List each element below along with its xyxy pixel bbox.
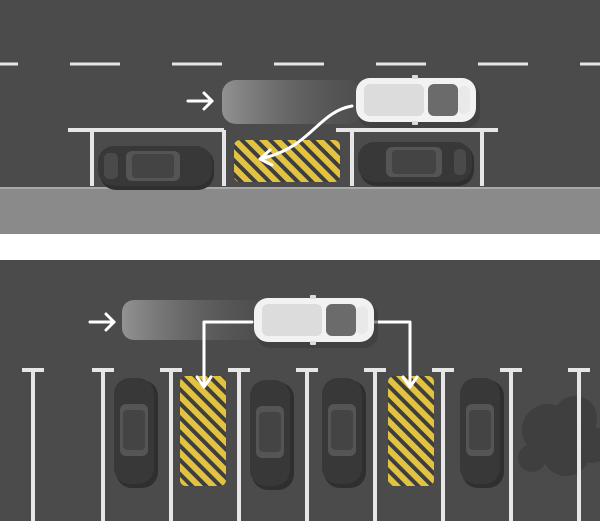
maneuver-arrowhead <box>195 375 213 389</box>
arrow-right-icon <box>186 91 214 111</box>
panel-separator <box>0 234 600 260</box>
panel-perpendicular-parking <box>0 260 600 521</box>
perpendicular-bay-lines <box>22 368 590 521</box>
maneuver-arrow-right <box>370 320 412 386</box>
motion-trail <box>222 80 362 124</box>
parked-car <box>114 378 158 488</box>
parked-car <box>98 146 214 190</box>
maneuver-arrowhead <box>401 375 419 389</box>
target-parking-space <box>180 376 226 486</box>
maneuver-arrow <box>262 104 354 160</box>
maneuver-arrowhead <box>258 148 274 167</box>
parallel-bay-markers <box>68 128 498 186</box>
arrow-right-icon <box>88 312 116 332</box>
parked-car <box>460 378 504 488</box>
motion-trail <box>122 300 262 340</box>
parked-car <box>322 378 366 488</box>
maneuver-arrow-left <box>202 320 254 386</box>
parked-car <box>250 380 294 490</box>
sidewalk <box>0 188 600 234</box>
target-parking-space <box>234 140 340 182</box>
ego-car <box>356 75 480 128</box>
target-parking-space <box>388 376 434 486</box>
panel-parallel-parking <box>0 0 600 234</box>
parked-car <box>358 142 474 186</box>
ego-car <box>254 295 378 348</box>
